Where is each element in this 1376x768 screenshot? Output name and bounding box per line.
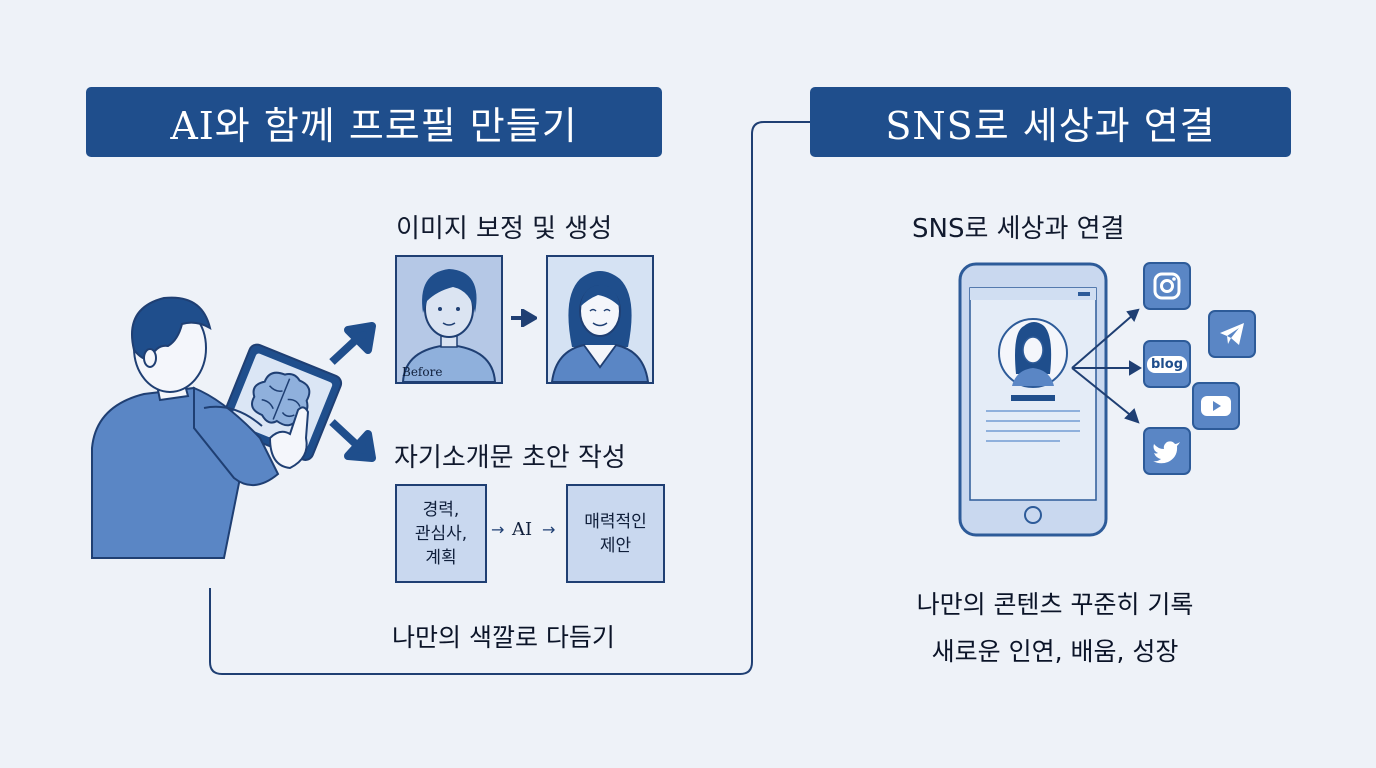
before-label: Before [402,365,443,379]
image-edit-heading: 이미지 보정 및 생성 [396,214,613,244]
arrow-before-after [511,309,537,327]
instagram-icon [1143,262,1191,310]
person-with-tablet-illustration [91,296,343,559]
arrow-to-ai: → [491,520,505,539]
twitter-icon [1143,427,1191,475]
arrow-to-intro-draft [329,419,376,462]
youtube-icon [1192,382,1240,430]
right-banner-title: SNS로 세상과 연결 [885,103,1216,148]
intro-draft-heading: 자기소개문 초안 작성 [394,443,626,473]
intro-input-box: 경력, 관심사, 계획 [395,484,487,583]
after-photo [546,255,654,384]
share-arrows [1071,308,1142,424]
left-banner: AI와 함께 프로필 만들기 [86,87,662,157]
intro-output-box: 매력적인 제안 [566,484,665,583]
before-photo: Before [395,255,503,384]
blog-label: blog [1147,355,1187,373]
ai-flow-label: AI [512,519,533,540]
telegram-icon [1208,310,1256,358]
left-banner-title: AI와 함께 프로필 만들기 [170,103,578,148]
left-caption: 나만의 색깔로 다듬기 [392,623,615,652]
right-banner: SNS로 세상과 연결 [810,87,1291,157]
sns-heading: SNS로 세상과 연결 [912,214,1125,244]
blog-icon: blog [1143,340,1191,388]
arrow-to-image-edit [329,322,376,365]
arrow-from-ai: → [542,520,556,539]
smartphone-icon [958,262,1108,537]
right-caption-line1: 나만의 콘텐츠 꾸준히 기록 [916,590,1194,619]
right-caption-line2: 새로운 인연, 배움, 성장 [931,637,1179,666]
